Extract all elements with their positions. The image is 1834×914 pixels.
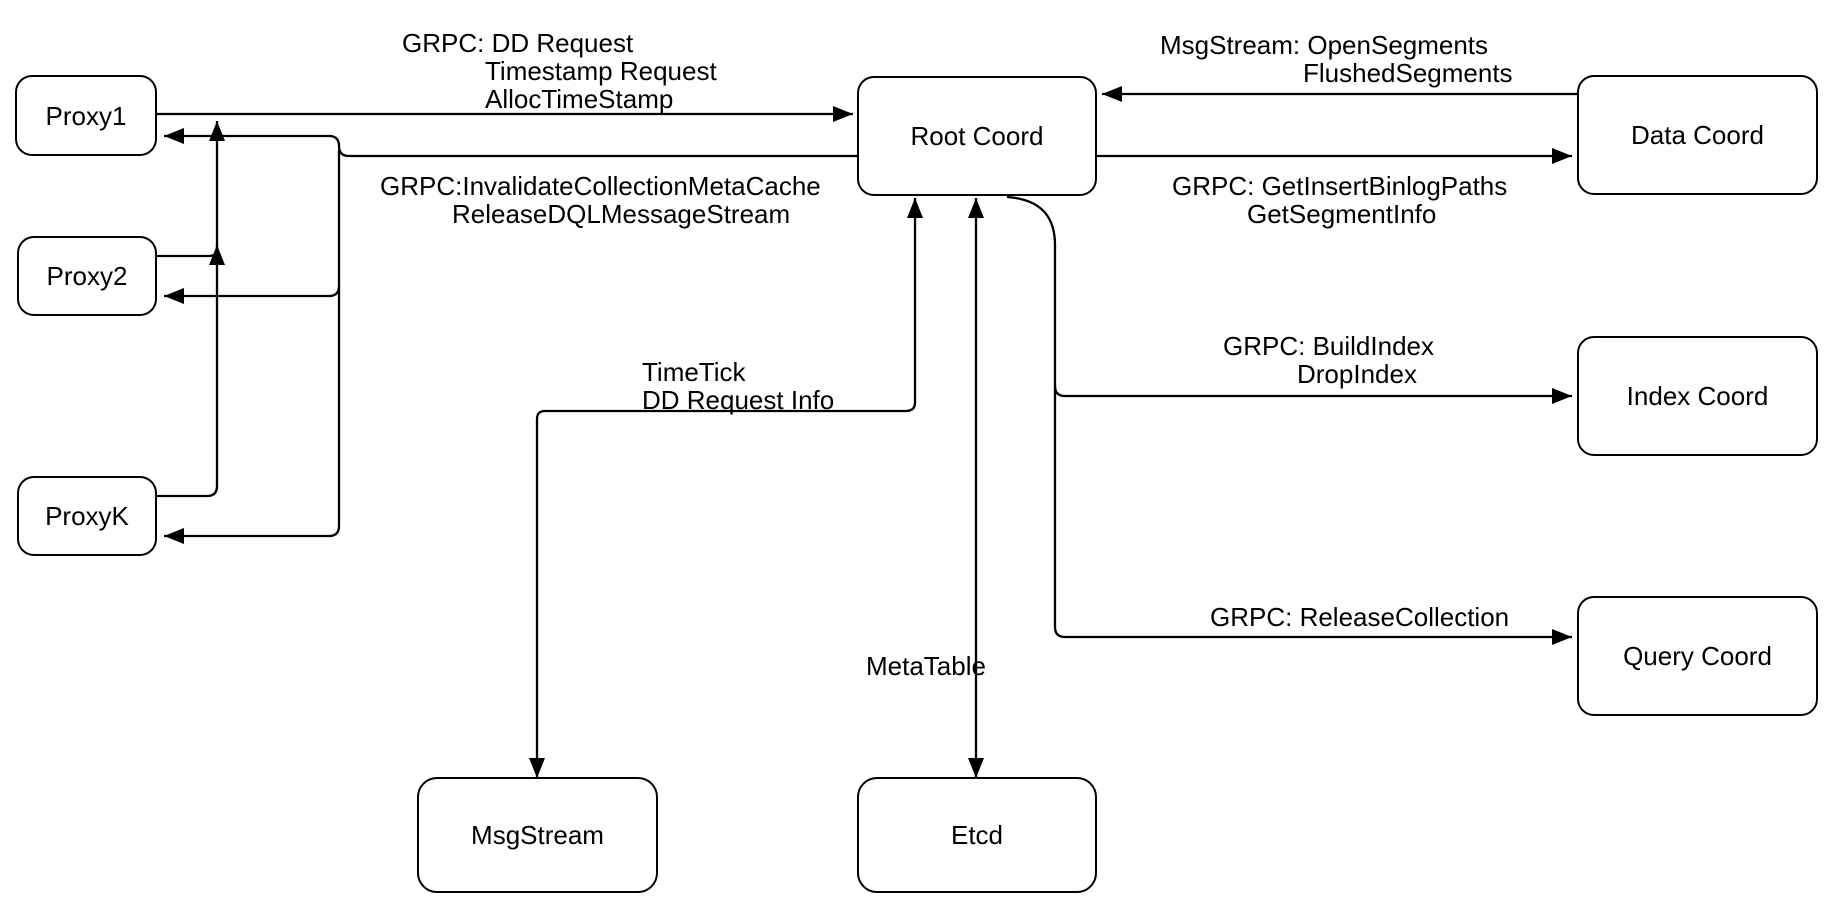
edge-rootcoord-to-indexcoord — [1053, 385, 1572, 404]
node-proxyk: ProxyK — [17, 476, 157, 556]
edge-label-rootcoord-to-indexcoord: GRPC: BuildIndex DropIndex — [1223, 333, 1434, 389]
node-index-coord: Index Coord — [1577, 336, 1818, 456]
edge-label-line: MetaTable — [866, 651, 986, 681]
edge-label-line: Timestamp Request — [485, 56, 717, 86]
edge-label-line: MsgStream: OpenSegments — [1160, 30, 1489, 60]
edge-branch-to-proxy2 — [164, 285, 341, 304]
edge-rootcoord-msgstream — [529, 198, 923, 778]
edge-label-line: GRPC: ReleaseCollection — [1210, 602, 1510, 632]
edge-label-line: AllocTimeStamp — [485, 84, 674, 114]
edge-label-proxy-to-rootcoord: GRPC: DD Request Timestamp Request Alloc… — [402, 29, 717, 113]
edge-label-line: FlushedSegments — [1303, 58, 1513, 88]
node-query-coord: Query Coord — [1577, 596, 1818, 716]
node-proxy1: Proxy1 — [15, 75, 157, 156]
edge-label-line: GetSegmentInfo — [1247, 199, 1437, 229]
node-etcd: Etcd — [857, 777, 1097, 893]
edge-label-rootcoord-to-proxies: GRPC:InvalidateCollectionMetaCache Relea… — [380, 172, 821, 228]
edge-label-line: GRPC: DD Request — [402, 28, 634, 58]
node-msgstream: MsgStream — [417, 777, 658, 893]
edge-label-line: GRPC:InvalidateCollectionMetaCache — [380, 171, 821, 201]
edge-label-line: TimeTick — [642, 357, 746, 387]
edge-label-line: DropIndex — [1297, 359, 1417, 389]
edge-trunk-to-proxyk — [164, 150, 341, 544]
edge-label-line: GRPC: BuildIndex — [1223, 331, 1434, 361]
edge-label-rootcoord-to-etcd: MetaTable — [866, 652, 986, 680]
edge-label-rootcoord-to-querycoord: GRPC: ReleaseCollection — [1210, 603, 1509, 631]
edge-proxy2-merge-arrow — [157, 245, 225, 265]
edge-rootcoord-to-querycoord — [1006, 195, 1572, 645]
edge-proxyk-merge-arrow — [157, 121, 225, 498]
edge-label-rootcoord-to-datacoord: GRPC: GetInsertBinlogPaths GetSegmentInf… — [1172, 173, 1507, 229]
edge-label-line: GRPC: GetInsertBinlogPaths — [1172, 171, 1508, 201]
node-root-coord: Root Coord — [857, 76, 1097, 196]
edge-label-line: ReleaseDQLMessageStream — [452, 199, 791, 229]
node-data-coord: Data Coord — [1577, 75, 1818, 195]
edge-label-rootcoord-to-msgstream: TimeTick DD Request Info — [642, 358, 834, 414]
edge-label-datacoord-to-rootcoord: MsgStream: OpenSegments FlushedSegments — [1160, 32, 1513, 88]
node-proxy2: Proxy2 — [17, 236, 157, 316]
edge-rootcoord-to-proxy1 — [164, 128, 857, 158]
edge-label-line: DD Request Info — [642, 385, 835, 415]
